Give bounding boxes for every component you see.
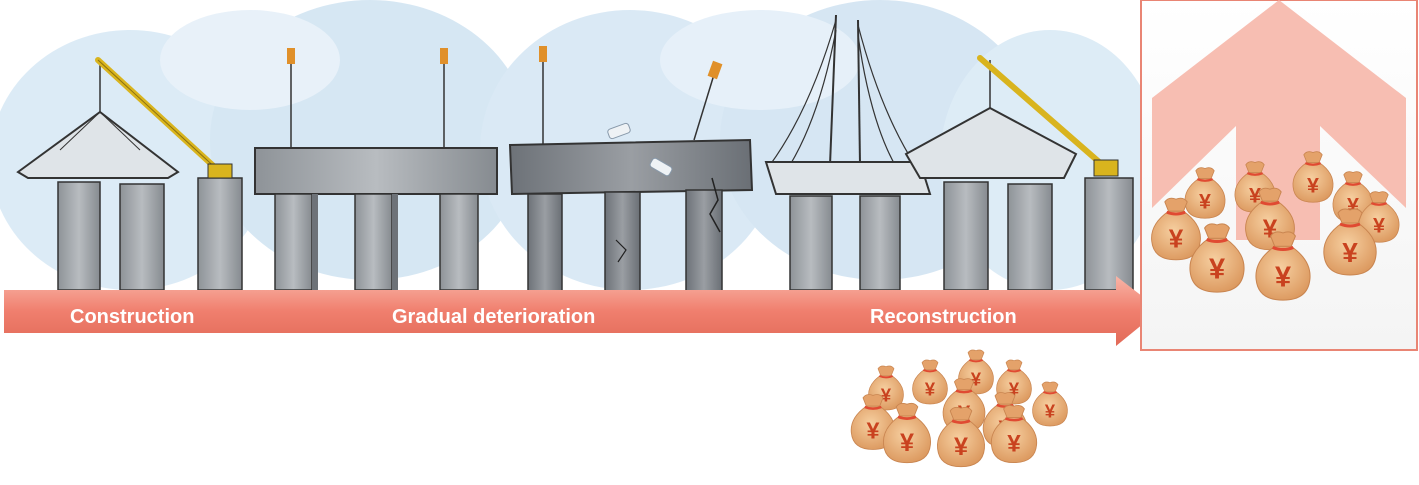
stage-label-gradual-deterioration: Gradual deterioration xyxy=(392,302,595,332)
money-bags-small xyxy=(851,350,1067,467)
stage-label-reconstruction: Reconstruction xyxy=(870,302,1017,332)
stage-label-construction: Construction xyxy=(70,302,194,332)
